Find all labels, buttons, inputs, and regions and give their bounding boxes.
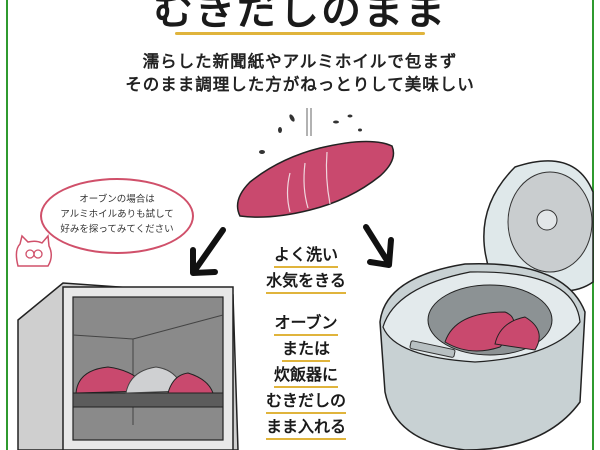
step-line: よく洗い [273,244,338,268]
tip-text: オーブンの場合は アルミホイルありも試して 好みを探ってみてください [52,192,182,237]
arrow-down-right-icon [363,224,394,268]
tip-line: 好みを探ってみてください [60,224,174,235]
page-title: むきだしのまま [153,0,447,34]
tip-speech-bubble [40,178,194,254]
step-place-in-appliance: オーブン または 炊飯器に むきだしの まま入れる [246,310,366,440]
tip-line: アルミホイルありも試して [60,209,174,220]
step-wash: よく洗い 水気をきる [246,242,366,294]
step-line: むきだしの [265,390,346,414]
subtitle-line: 濡らした新聞紙やアルミホイルで包まず [142,52,458,71]
left-frame-border [6,0,8,450]
washed-sweet-potato-illustration [236,108,395,218]
step-line: または [281,338,330,362]
step-line: 水気をきる [266,270,346,294]
arrow-down-left-icon [190,227,226,276]
step-line: 炊飯器に [273,364,338,388]
step-line: オーブン [274,312,338,336]
step-line: まま入れる [265,416,346,440]
oven-illustration [17,282,239,450]
title-underline [175,32,425,35]
subtitle-line: そのまま調理した方がねっとりして美味しい [125,75,475,94]
tip-line: オーブンの場合は [79,194,155,205]
subtitle: 濡らした新聞紙やアルミホイルで包まず そのまま調理した方がねっとりして美味しい [100,50,500,96]
cat-mascot-icon [15,234,52,267]
rice-cooker-illustration [379,160,594,450]
